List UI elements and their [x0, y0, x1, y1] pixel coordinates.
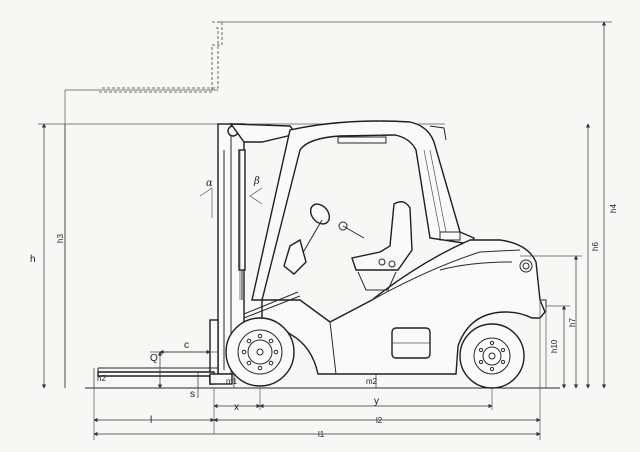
label-l: l: [150, 415, 152, 426]
label-h2: h2: [97, 374, 106, 383]
forks: [97, 319, 233, 385]
label-beta: β: [253, 176, 260, 187]
label-alpha: α: [206, 178, 213, 189]
tilt-angle-indicators: [199, 150, 263, 300]
label-q: Q: [150, 353, 158, 364]
label-h4: h4: [609, 204, 618, 213]
chassis-body: [261, 231, 547, 375]
steering-wheel: [283, 203, 365, 275]
label-s: s: [190, 389, 195, 400]
front-wheel: [225, 317, 295, 387]
rear-wheel: [459, 323, 525, 389]
label-x: x: [234, 402, 239, 413]
tilt-cylinder: [243, 291, 301, 319]
label-m1: m1: [226, 377, 238, 386]
label-h7: h7: [568, 318, 577, 327]
label-l2: l2: [376, 416, 383, 425]
label-h10: h10: [550, 339, 559, 353]
label-h3: h3: [56, 234, 65, 243]
operator-seat: [351, 201, 413, 291]
label-y: y: [374, 396, 379, 407]
label-m2: m2: [366, 377, 378, 386]
label-h6: h6: [591, 242, 600, 251]
label-c: c: [184, 340, 189, 351]
label-h: h: [30, 254, 36, 265]
label-l1: l1: [318, 430, 325, 439]
